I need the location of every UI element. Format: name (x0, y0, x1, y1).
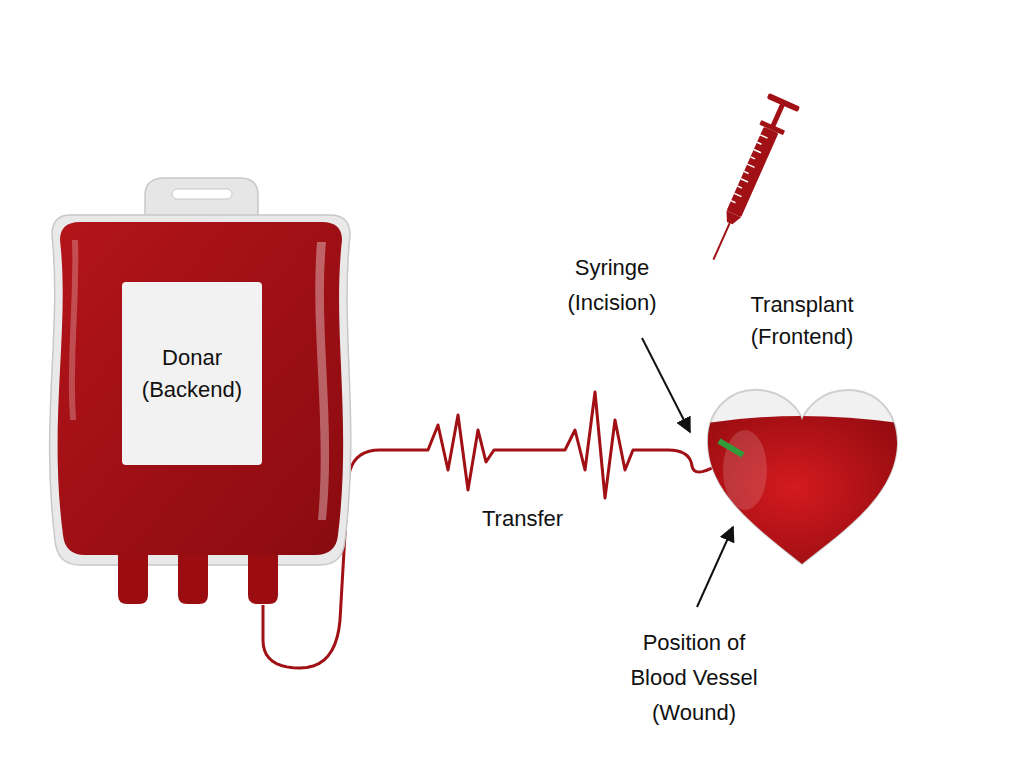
heart-shape-outline (705, 385, 900, 565)
node-label: Transplant (Frontend) (722, 287, 882, 355)
leader-arrow (642, 338, 690, 432)
leader-arrow (697, 527, 733, 607)
syringe-icon (698, 93, 800, 267)
heart-shape: Transplant (Frontend) (705, 385, 900, 565)
bag-shine (69, 240, 78, 420)
bag-nozzle (118, 550, 148, 604)
blood-bag: Donar (Backend) (45, 175, 355, 605)
bag-label-card (122, 282, 262, 465)
bag-shell (50, 215, 351, 565)
heart-shine (723, 430, 767, 510)
callout-label: Syringe (Incision) (547, 250, 677, 320)
node-label: Donar (Backend) (122, 282, 262, 465)
wound-mark (719, 441, 743, 455)
edge-label: Transfer (478, 503, 567, 535)
bag-nozzle (248, 550, 278, 604)
bag-blood (58, 222, 344, 555)
bag-shine (315, 242, 329, 520)
bag-nozzle (178, 550, 208, 604)
callout-label: Position of Blood Vessel (Wound) (619, 625, 769, 730)
hanger-slot (172, 189, 232, 199)
heart-blood (700, 416, 905, 575)
